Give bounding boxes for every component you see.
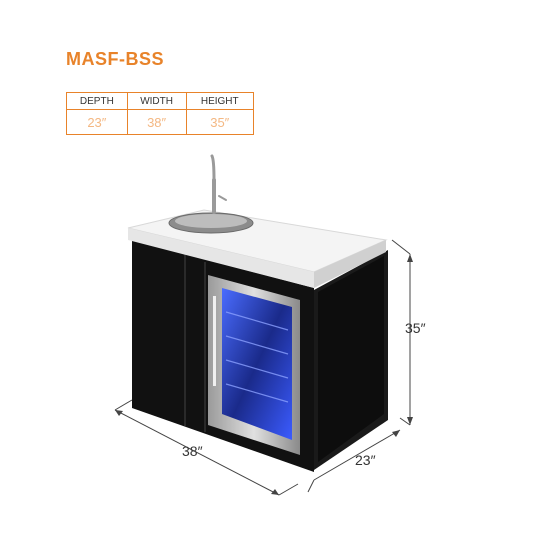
fridge-glass-door <box>222 288 292 440</box>
height-value: 35″ <box>185 109 254 135</box>
depth-dimension-label: 23″ <box>355 452 376 468</box>
dimension-table-header-row: DEPTH WIDTH HEIGHT <box>66 92 254 110</box>
width-dimension-label: 38″ <box>182 443 203 459</box>
dimension-table-value-row: 23″ 38″ 35″ <box>66 109 254 135</box>
product-model-title: MASF-BSS <box>66 49 164 69</box>
width-value: 38″ <box>126 109 187 135</box>
height-dimension-label: 35″ <box>405 320 426 336</box>
dimension-table: DEPTH WIDTH HEIGHT 23″ 38″ 35″ <box>66 92 254 135</box>
depth-value: 23″ <box>66 109 128 135</box>
faucet <box>210 154 227 214</box>
